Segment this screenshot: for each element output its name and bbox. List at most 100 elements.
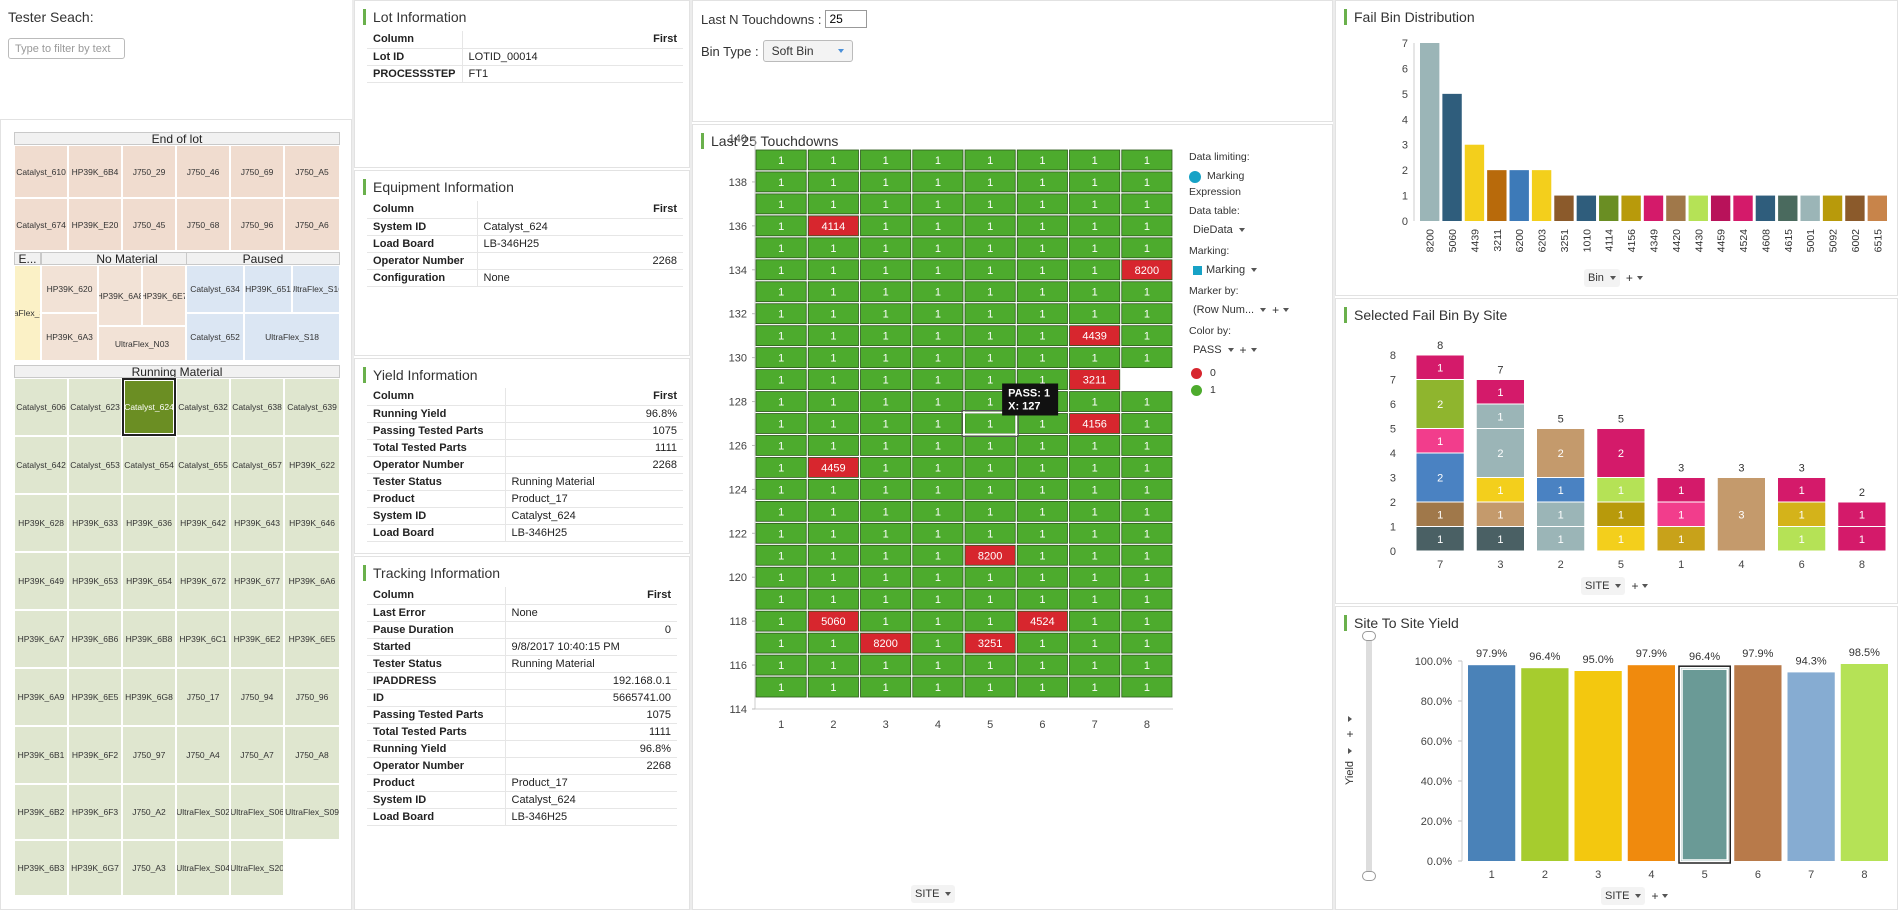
pass-touchdown[interactable]: 1 — [807, 588, 859, 610]
pass-touchdown[interactable]: 1 — [1069, 259, 1121, 281]
pass-touchdown[interactable]: 1 — [755, 369, 807, 390]
bar[interactable] — [1755, 195, 1776, 221]
add-y-axis-button[interactable]: + — [1346, 727, 1354, 741]
pass-touchdown[interactable]: 1 — [1069, 610, 1121, 632]
bar[interactable] — [1800, 195, 1820, 221]
pass-touchdown[interactable]: 1 — [964, 457, 1016, 478]
stack-segment[interactable] — [1475, 526, 1525, 552]
group-e[interactable]: E... — [14, 252, 41, 265]
tester-tile[interactable]: HP39K_6B2 — [14, 784, 68, 840]
tester-tile[interactable]: J750_96 — [284, 668, 340, 726]
tester-tile[interactable]: J750_A6 — [284, 198, 340, 251]
pass-touchdown[interactable]: 1 — [860, 479, 912, 500]
pass-touchdown[interactable]: 1 — [755, 654, 807, 676]
tester-tile[interactable]: HP39K_642 — [176, 494, 230, 552]
pass-touchdown[interactable]: 1 — [912, 215, 964, 237]
stack-segment[interactable] — [1475, 428, 1525, 478]
add-marker-button[interactable]: + — [1272, 303, 1290, 317]
pass-touchdown[interactable]: 1 — [807, 149, 859, 171]
pass-touchdown[interactable]: 1 — [1069, 632, 1121, 654]
tester-tile[interactable]: Catalyst_606 — [14, 378, 68, 436]
pass-touchdown[interactable]: 1 — [912, 654, 964, 676]
selected-fail-bin-stacked-chart[interactable]: 0123456781121218711121173111252111255111… — [1336, 299, 1898, 604]
pass-touchdown[interactable]: 1 — [755, 479, 807, 500]
pass-touchdown[interactable]: 1 — [964, 413, 1016, 434]
pass-touchdown[interactable]: 1 — [755, 171, 807, 193]
tester-tile[interactable]: HP39K_6E5 — [284, 610, 340, 668]
pass-touchdown[interactable]: 1 — [807, 237, 859, 259]
site-yield-bar-chart[interactable]: 0.0%20.0%40.0%60.0%80.0%100.0%97.9%196.4… — [1336, 607, 1898, 910]
pass-touchdown[interactable]: 1 — [912, 632, 964, 654]
pass-touchdown[interactable]: 1 — [1121, 610, 1173, 632]
tester-tile[interactable]: J750_A8 — [284, 726, 340, 784]
pass-touchdown[interactable]: 1 — [1016, 479, 1068, 500]
pass-touchdown[interactable]: 1 — [755, 281, 807, 303]
bar[interactable] — [1442, 93, 1462, 221]
pass-touchdown[interactable]: 1 — [912, 303, 964, 325]
tester-tile[interactable]: UltraFlex_S16 — [292, 265, 340, 313]
pass-touchdown[interactable]: 1 — [1121, 413, 1173, 434]
pass-touchdown[interactable]: 1 — [860, 281, 912, 303]
fail-touchdown[interactable]: 4524 — [1016, 610, 1068, 632]
pass-touchdown[interactable]: 1 — [1121, 149, 1173, 171]
pass-touchdown[interactable]: 1 — [860, 500, 912, 522]
pass-touchdown[interactable]: 1 — [1016, 632, 1068, 654]
pass-touchdown[interactable]: 1 — [912, 457, 964, 478]
pass-touchdown[interactable]: 1 — [1121, 237, 1173, 259]
pass-touchdown[interactable]: 1 — [964, 588, 1016, 610]
pass-touchdown[interactable]: 1 — [807, 325, 859, 347]
yield-range-slider[interactable] — [1362, 631, 1376, 881]
pass-touchdown[interactable]: 1 — [1121, 435, 1173, 456]
marker-by-dropdown[interactable]: (Row Num... — [1193, 301, 1267, 319]
pass-touchdown[interactable]: 1 — [807, 171, 859, 193]
tester-tile[interactable]: Catalyst_639 — [284, 378, 340, 436]
pass-touchdown[interactable]: 1 — [807, 654, 859, 676]
stack-segment[interactable] — [1415, 501, 1465, 527]
bar[interactable] — [1733, 195, 1753, 221]
pass-touchdown[interactable]: 1 — [964, 500, 1016, 522]
pass-touchdown[interactable]: 1 — [860, 457, 912, 478]
pass-touchdown[interactable]: 1 — [860, 588, 912, 610]
legend-item[interactable]: 0 — [1191, 367, 1329, 380]
pass-touchdown[interactable]: 1 — [755, 215, 807, 237]
add-axis-button[interactable]: + — [1626, 271, 1643, 285]
pass-touchdown[interactable]: 1 — [1121, 457, 1173, 478]
pass-touchdown[interactable]: 1 — [755, 237, 807, 259]
pass-touchdown[interactable]: 1 — [860, 435, 912, 456]
pass-touchdown[interactable]: 1 — [912, 281, 964, 303]
pass-touchdown[interactable]: 1 — [912, 391, 964, 412]
pass-touchdown[interactable]: 1 — [860, 544, 912, 566]
marking-dropdown[interactable]: Marking — [1193, 261, 1258, 279]
pass-touchdown[interactable]: 1 — [1069, 500, 1121, 522]
stack-segment[interactable] — [1536, 477, 1586, 503]
pass-touchdown[interactable]: 1 — [1016, 457, 1068, 478]
tester-tile[interactable]: HP39K_6B8 — [122, 610, 176, 668]
pass-touchdown[interactable]: 1 — [755, 500, 807, 522]
tester-tile[interactable]: HP39K_654 — [122, 552, 176, 610]
pass-touchdown[interactable]: 1 — [1069, 676, 1121, 698]
stack-segment[interactable] — [1837, 501, 1887, 527]
add-color-button[interactable]: + — [1240, 343, 1257, 357]
stack-segment[interactable] — [1415, 526, 1465, 552]
pass-touchdown[interactable]: 1 — [912, 435, 964, 456]
pass-touchdown[interactable]: 1 — [755, 391, 807, 412]
pass-touchdown[interactable]: 1 — [860, 566, 912, 588]
pass-touchdown[interactable]: 1 — [860, 303, 912, 325]
pass-touchdown[interactable]: 1 — [807, 544, 859, 566]
pass-touchdown[interactable]: 1 — [807, 676, 859, 698]
tester-tile[interactable]: J750_69 — [230, 145, 284, 198]
tester-tile[interactable]: Catalyst_652 — [186, 313, 244, 361]
tester-tile[interactable]: HP39K_6A6 — [284, 552, 340, 610]
pass-touchdown[interactable]: 1 — [1016, 435, 1068, 456]
tester-tile[interactable]: UltraFlex_S04 — [176, 840, 230, 896]
yield-bar[interactable] — [1574, 671, 1622, 861]
tester-tile[interactable]: HP39K_6B6 — [68, 610, 122, 668]
tester-tile[interactable]: HP39K_620 — [41, 265, 98, 313]
pass-touchdown[interactable]: 1 — [860, 610, 912, 632]
tester-tile[interactable]: J750_29 — [122, 145, 176, 198]
pass-touchdown[interactable]: 1 — [1016, 500, 1068, 522]
pass-touchdown[interactable]: 1 — [1069, 237, 1121, 259]
group-paused[interactable]: Paused — [186, 252, 340, 265]
tester-tile[interactable]: HP39K_6C1 — [176, 610, 230, 668]
pass-touchdown[interactable]: 1 — [807, 193, 859, 215]
